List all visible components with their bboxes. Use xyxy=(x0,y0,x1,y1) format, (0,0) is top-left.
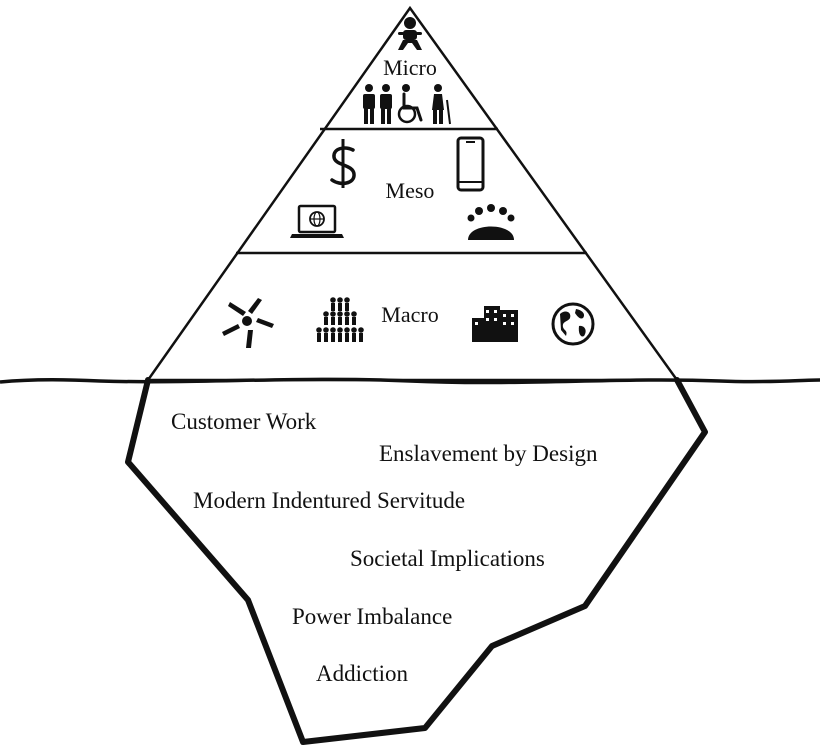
globe-icon xyxy=(551,302,595,346)
wheelchair-icon xyxy=(397,84,423,124)
baby-icon xyxy=(398,17,422,50)
iceberg-item-modern-indentured-servitude: Modern Indentured Servitude xyxy=(193,488,465,513)
tier-label-macro: Macro xyxy=(381,302,438,327)
man-icon xyxy=(363,84,375,124)
city-buildings-icon xyxy=(472,306,518,342)
iceberg-underwater-outline xyxy=(125,377,708,745)
woman-icon xyxy=(380,84,392,124)
laptop-globe-icon xyxy=(290,204,344,238)
elderly-person-icon xyxy=(432,84,451,125)
crowd-icon xyxy=(316,297,364,342)
iceberg-item-customer-work: Customer Work xyxy=(171,409,317,434)
iceberg-item-power-imbalance: Power Imbalance xyxy=(292,604,452,629)
joined-hands-icon xyxy=(222,298,274,348)
dollar-icon xyxy=(330,139,356,188)
meeting-group-icon xyxy=(467,204,515,240)
smartphone-icon xyxy=(456,136,485,192)
iceberg-item-enslavement-by-design: Enslavement by Design xyxy=(379,441,598,466)
iceberg-item-societal-implications: Societal Implications xyxy=(350,546,545,571)
tier-label-meso: Meso xyxy=(386,178,435,203)
iceberg-item-addiction: Addiction xyxy=(316,661,408,686)
water-line xyxy=(0,377,820,385)
tier-label-micro: Micro xyxy=(383,55,437,80)
